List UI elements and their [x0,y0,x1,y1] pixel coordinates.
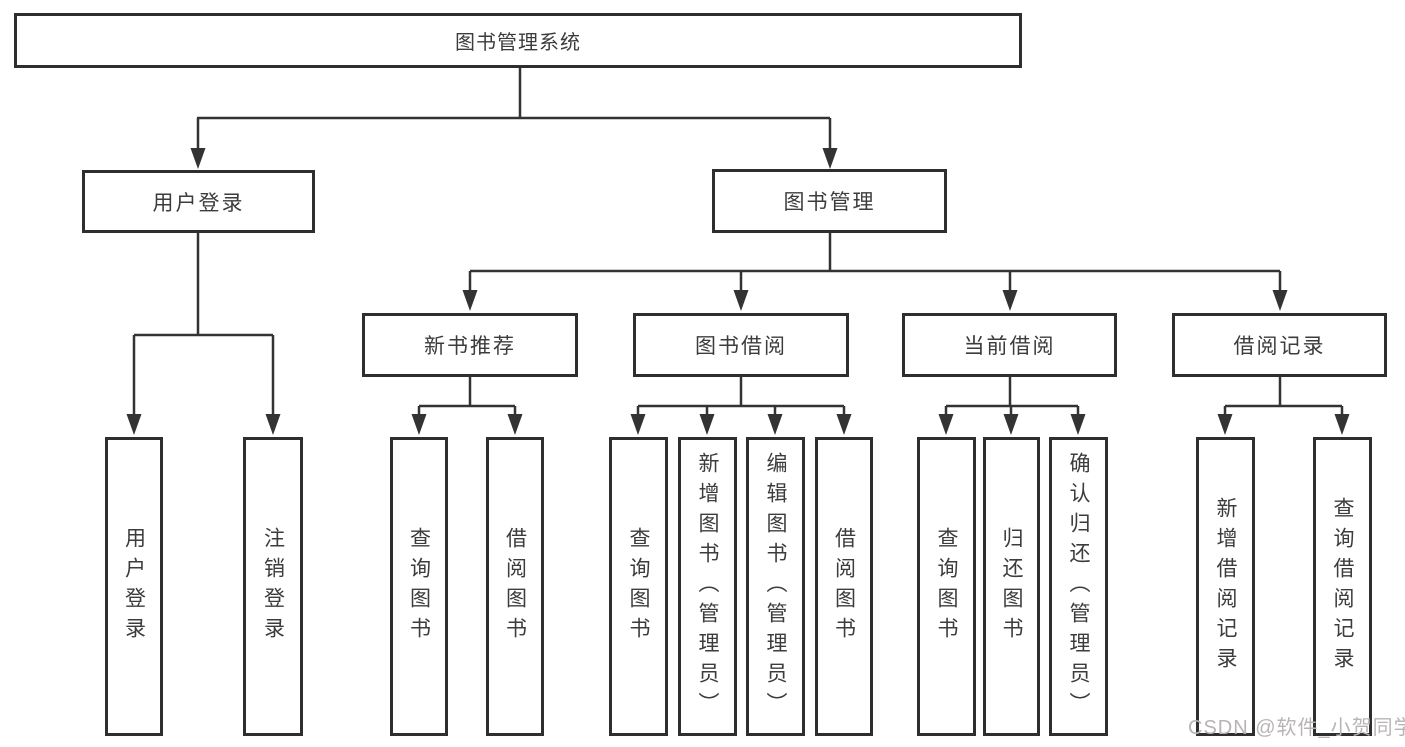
node-current-borrowing-label: 当前借阅 [963,335,1056,358]
csdn-watermark: CSDN @软件_小贺同学 [1188,717,1405,739]
leaf-edit-books-admin: 编辑图书（管理员） [746,437,805,736]
leaf-add-borrow-record-label: 新增借阅记录 [1214,496,1237,677]
node-library-system: 图书管理系统 [14,13,1022,68]
leaf-current-query-books: 查询图书 [917,437,976,736]
leaf-recommend-query-books-label: 查询图书 [407,526,431,647]
leaf-borrow-query-books: 查询图书 [609,437,668,736]
leaf-borrow-books: 借阅图书 [815,437,873,736]
leaf-confirm-return-admin: 确认归还（管理员） [1049,437,1108,736]
leaf-logout: 注销登录 [243,437,303,736]
node-library-system-label: 图书管理系统 [455,32,581,54]
leaf-logout-label: 注销登录 [261,526,285,647]
leaf-return-books-label: 归还图书 [1000,526,1023,647]
leaf-query-borrow-record-label: 查询借阅记录 [1331,496,1354,677]
leaf-user-login-label: 用户登录 [122,526,146,647]
node-book-management: 图书管理 [712,169,947,233]
leaf-return-books: 归还图书 [983,437,1040,736]
leaf-add-books-admin: 新增图书（管理员） [678,437,737,736]
node-book-management-label: 图书管理 [783,191,876,214]
node-book-borrowing-label: 图书借阅 [695,335,787,358]
leaf-edit-books-admin-label: 编辑图书（管理员） [764,451,787,722]
leaf-user-login: 用户登录 [105,437,163,736]
node-book-borrowing: 图书借阅 [633,313,849,377]
leaf-confirm-return-admin-label: 确认归还（管理员） [1067,451,1090,722]
node-new-book-recommend-label: 新书推荐 [424,335,516,358]
node-user-login: 用户登录 [82,170,315,233]
node-current-borrowing: 当前借阅 [902,313,1117,377]
arrowhead-icons [126,148,1350,435]
node-user-login-label: 用户登录 [152,191,245,215]
leaf-recommend-borrow-books: 借阅图书 [486,437,544,736]
leaf-borrow-books-label: 借阅图书 [832,526,856,647]
leaf-recommend-query-books: 查询图书 [390,437,448,736]
node-borrowing-records-label: 借阅记录 [1233,335,1326,358]
node-new-book-recommend: 新书推荐 [362,313,578,377]
leaf-borrow-query-books-label: 查询图书 [627,526,650,647]
leaf-query-borrow-record: 查询借阅记录 [1313,437,1372,736]
leaf-add-books-admin-label: 新增图书（管理员） [696,451,719,722]
leaf-recommend-borrow-books-label: 借阅图书 [503,526,527,647]
leaf-add-borrow-record: 新增借阅记录 [1196,437,1255,736]
node-borrowing-records: 借阅记录 [1172,313,1387,377]
leaf-current-query-books-label: 查询图书 [935,526,958,647]
